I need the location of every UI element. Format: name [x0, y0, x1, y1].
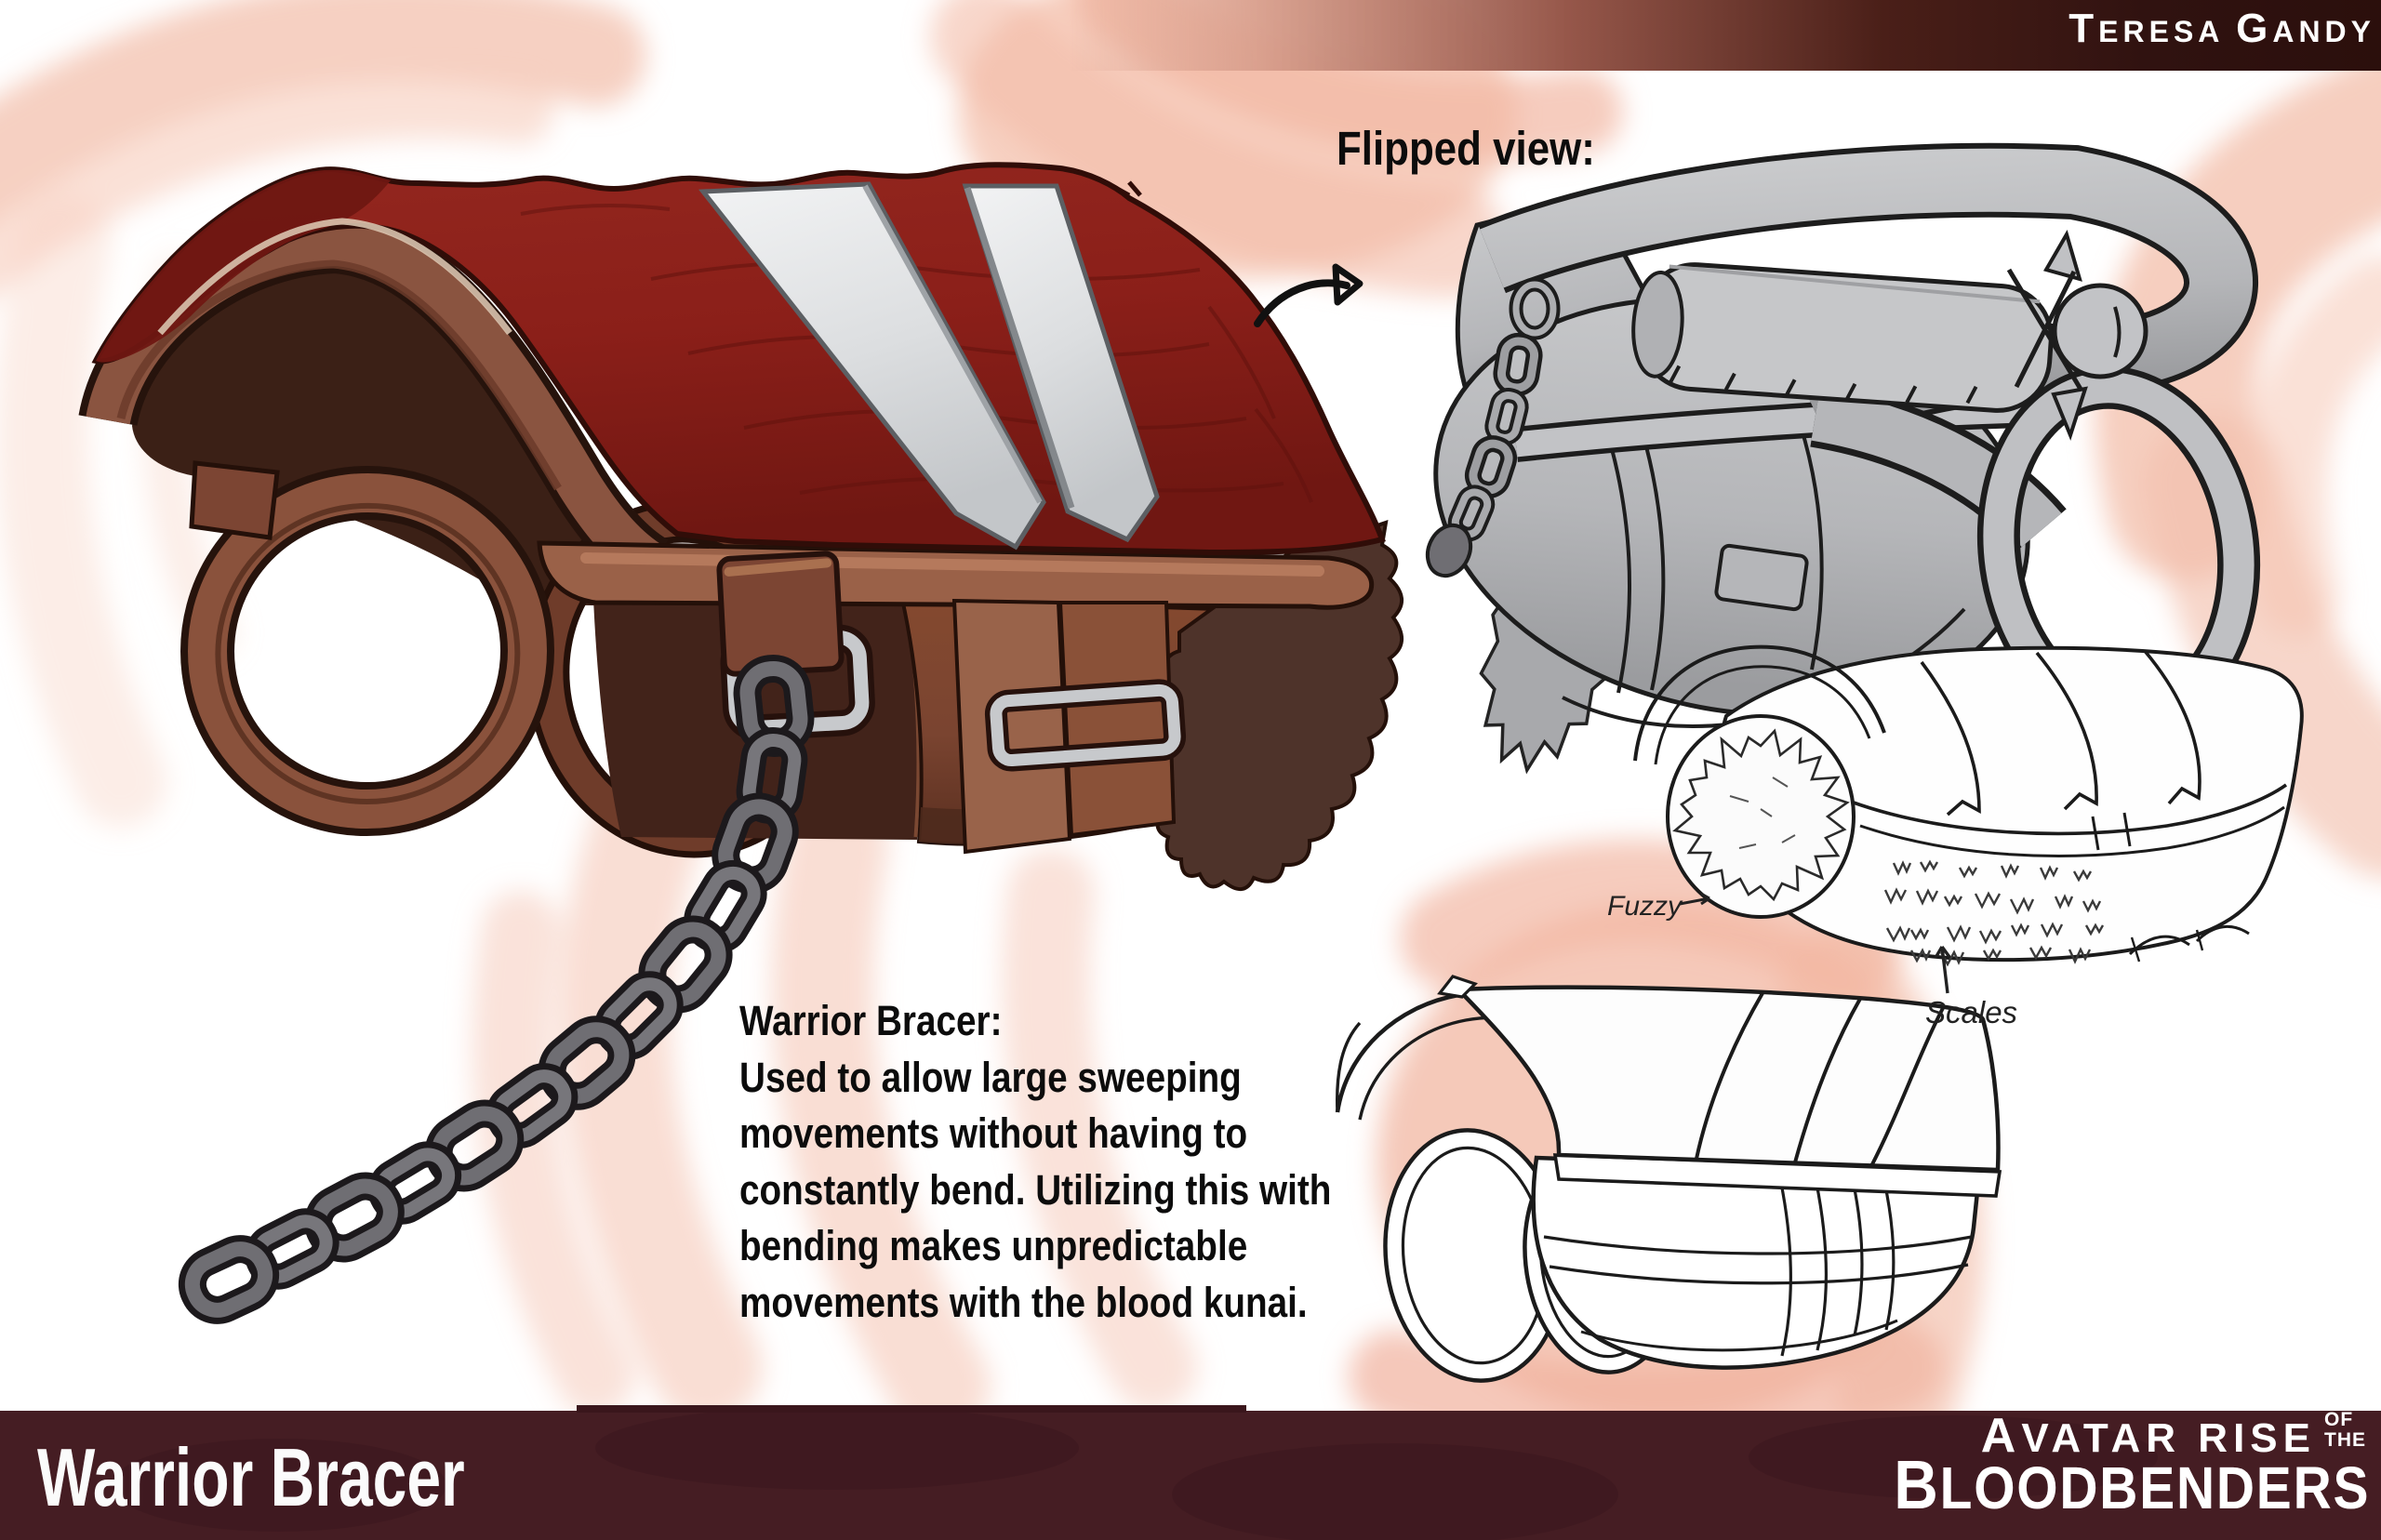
svg-text:Scales: Scales [1925, 995, 2017, 1029]
svg-text:Fuzzy: Fuzzy [1607, 891, 1683, 922]
